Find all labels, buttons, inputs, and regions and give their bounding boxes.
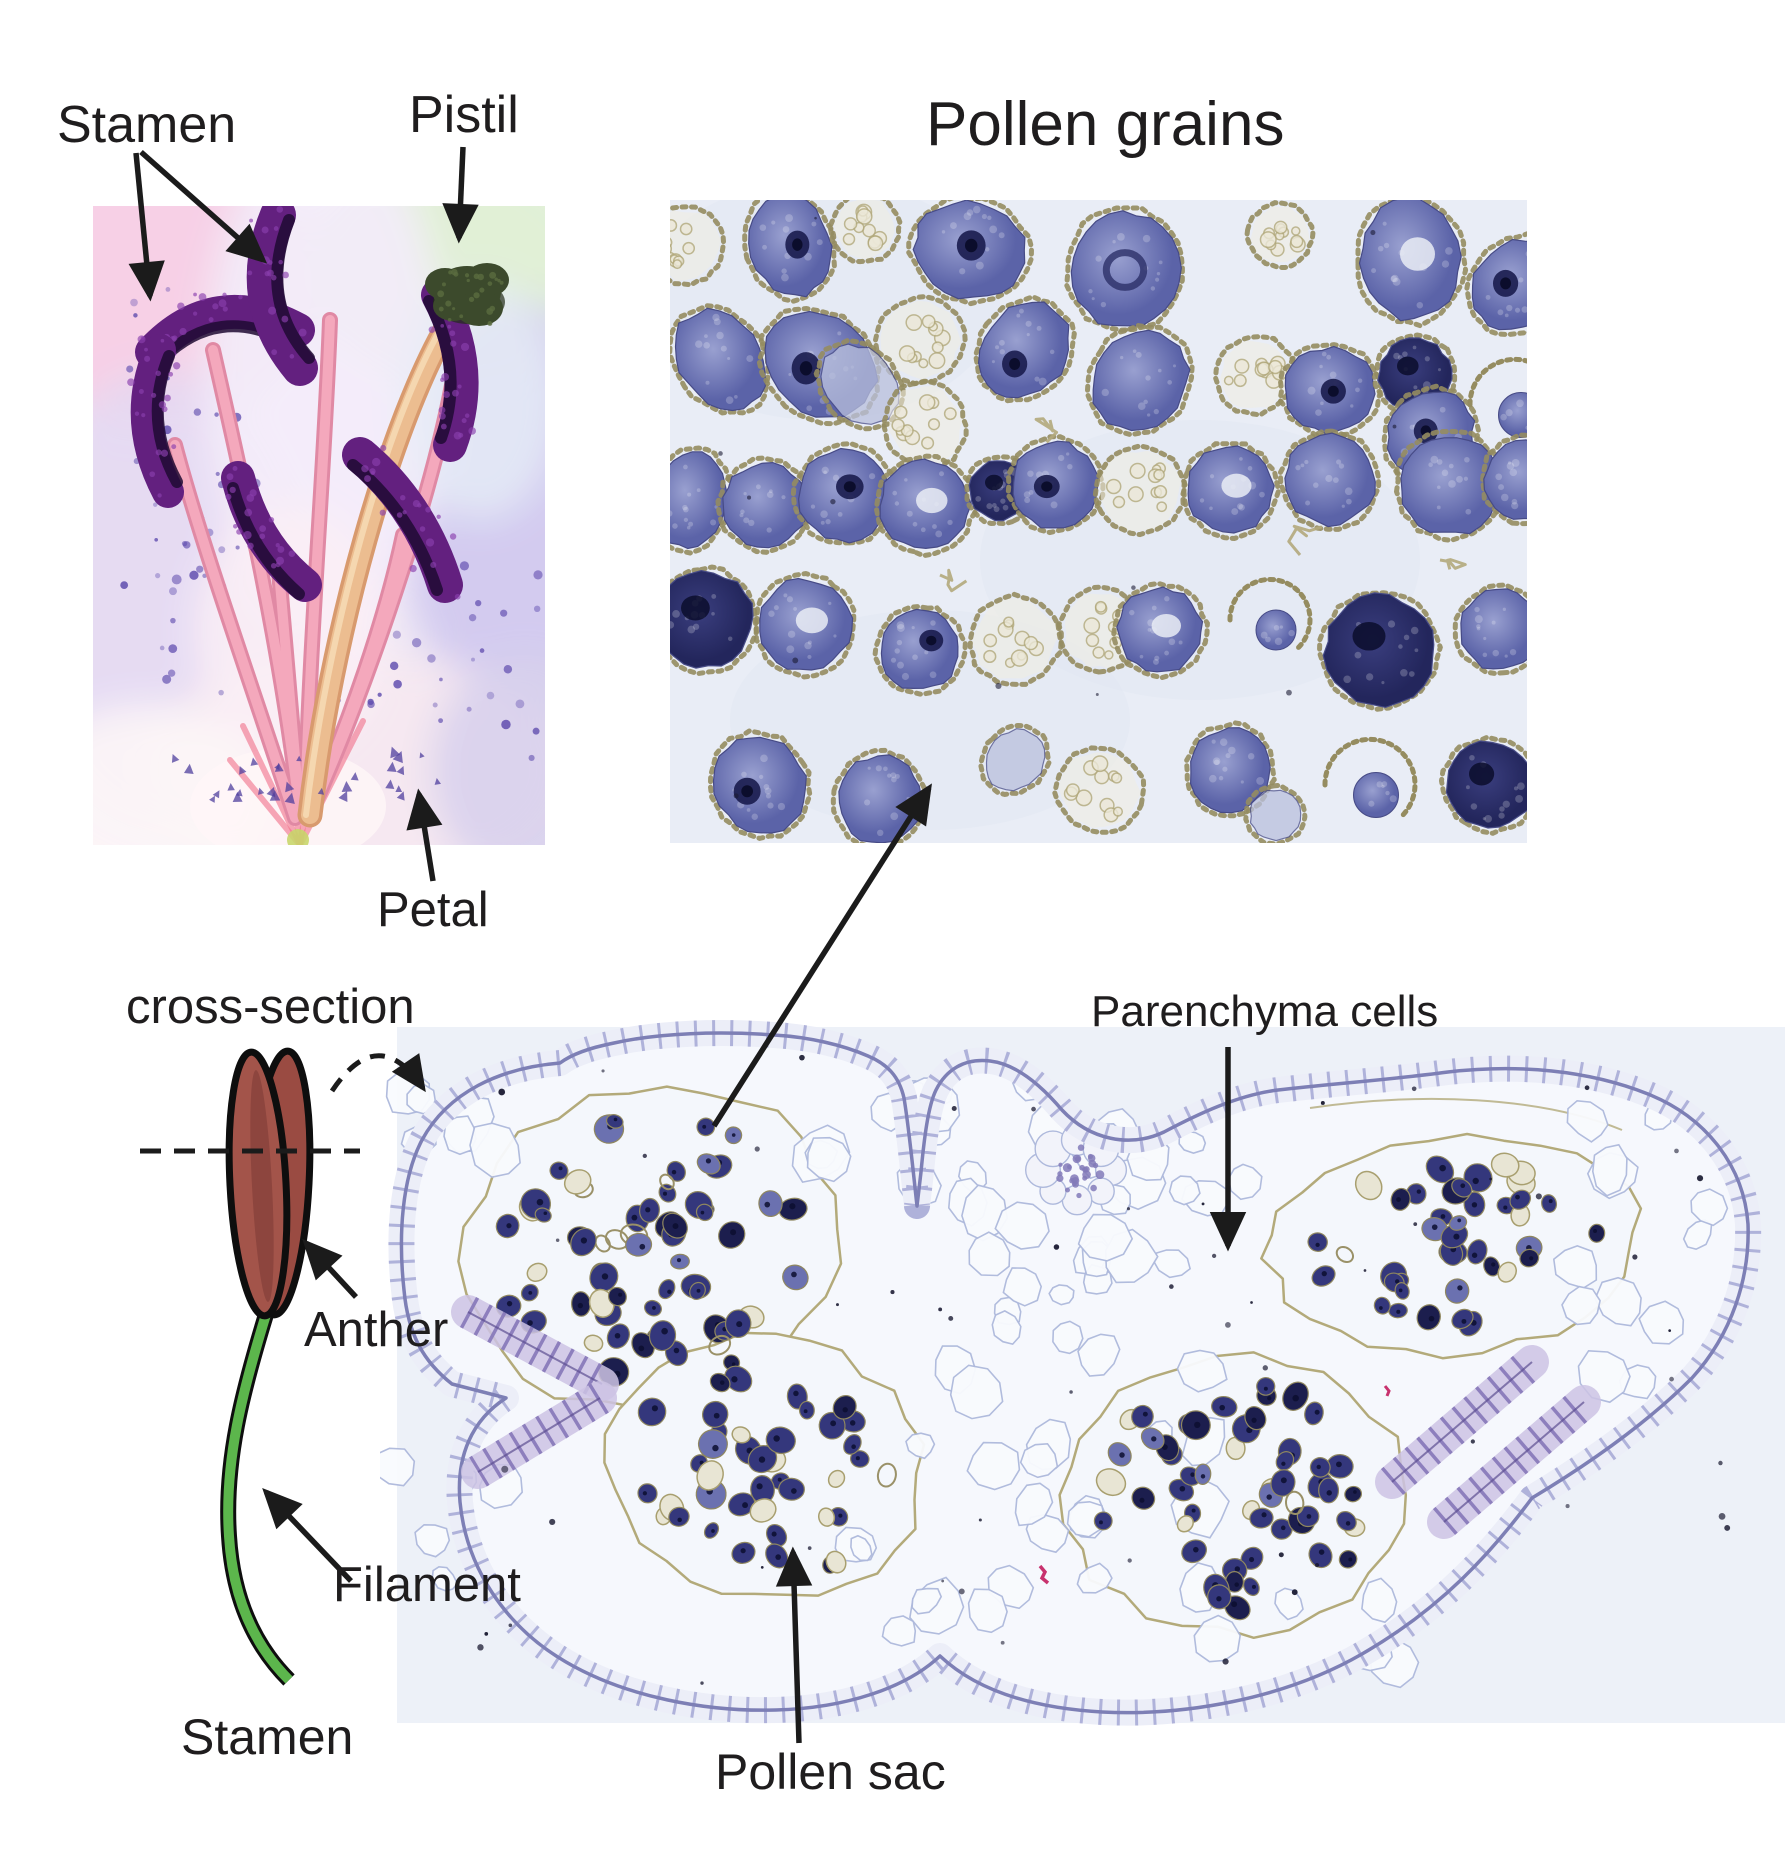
exine-fragments <box>718 216 1467 799</box>
anther-cross-section-micrograph <box>380 1020 1785 1726</box>
pollen-grain <box>1452 582 1527 676</box>
label-anther: Anther <box>304 1303 449 1357</box>
pollen-grain <box>1227 576 1313 651</box>
pollen-grain <box>1064 205 1185 333</box>
label-petal: Petal <box>377 883 489 937</box>
petal-arrow <box>406 788 443 882</box>
pollen-grain <box>1438 734 1527 836</box>
pollen-grain <box>1277 428 1382 532</box>
sac-pollen-grains <box>495 1114 1606 1621</box>
pollen-grain <box>978 722 1052 798</box>
stamen-arrow-2 <box>139 149 268 264</box>
pistil-stigma <box>425 263 509 326</box>
pollen-grain <box>906 200 1035 307</box>
pollen-grains-micrograph <box>670 200 1527 843</box>
pollen-grain <box>753 570 857 680</box>
pistil-arrow <box>442 146 479 244</box>
pollen-grain <box>1464 231 1527 338</box>
pollen-grains-link-arrow <box>711 783 932 1128</box>
pollen-grain <box>1243 782 1308 843</box>
pollen-grain <box>1181 441 1282 542</box>
filament-arrow <box>262 1487 353 1583</box>
label-pollen-grains: Pollen grains <box>926 90 1285 159</box>
stomium-bands <box>451 1295 1601 1539</box>
pollen-grain <box>1322 736 1418 819</box>
epidermis-layer <box>388 1020 1762 1726</box>
pollen-grain <box>973 293 1077 404</box>
pollen-grain <box>873 453 979 559</box>
pollen-grain <box>707 728 813 841</box>
pollen-grain <box>1277 342 1384 439</box>
label-pistil: Pistil <box>409 86 519 144</box>
parenchyma-cells <box>380 1068 1729 1689</box>
cross-section-curved-dashed-arrow <box>329 1053 426 1093</box>
pollen-grain <box>1467 356 1527 438</box>
pollen-grain <box>1479 432 1527 527</box>
pollen-grain <box>670 303 771 416</box>
anther-arrow <box>302 1238 359 1299</box>
pollen-grain <box>813 337 906 432</box>
pollen-grain <box>1355 200 1469 329</box>
label-stamen-bottom: Stamen <box>181 1709 354 1765</box>
pollen-grain <box>670 204 727 288</box>
pollen-grain <box>670 564 759 677</box>
stamen-drawing <box>220 1047 314 1686</box>
pollen-grain <box>1084 322 1195 438</box>
pollen-grain <box>1052 745 1147 835</box>
label-cross-section: cross-section <box>126 980 415 1034</box>
pollen-grain <box>1183 720 1277 819</box>
pollen-grain <box>967 591 1064 687</box>
arrows <box>128 146 1247 1744</box>
pollen-grain <box>1005 434 1106 536</box>
pollen-grain <box>827 200 903 265</box>
pollen-sac-arrow <box>775 1546 813 1744</box>
pollen-grain <box>880 378 969 472</box>
pollen-grain <box>1092 443 1188 538</box>
pollen-grain <box>872 603 968 697</box>
pollen-grain <box>872 293 968 387</box>
stamen-arrow-1 <box>128 152 165 302</box>
lily-flower-photo <box>93 206 545 845</box>
stamen-diagram <box>220 1047 314 1686</box>
label-stamen-top: Stamen <box>57 96 237 154</box>
pistil-style <box>297 305 465 828</box>
pollen-grain <box>1110 580 1210 681</box>
specks <box>477 1054 1731 1685</box>
petal-papillae-band <box>171 746 441 804</box>
label-pollen-sac: Pollen sac <box>715 1744 946 1800</box>
pollen-grain <box>1316 590 1443 712</box>
pollen-grain <box>1244 200 1316 270</box>
label-filament: Filament <box>333 1558 521 1612</box>
pollen-grains <box>670 200 1527 843</box>
label-parenchyma: Parenchyma cells <box>1091 987 1439 1036</box>
